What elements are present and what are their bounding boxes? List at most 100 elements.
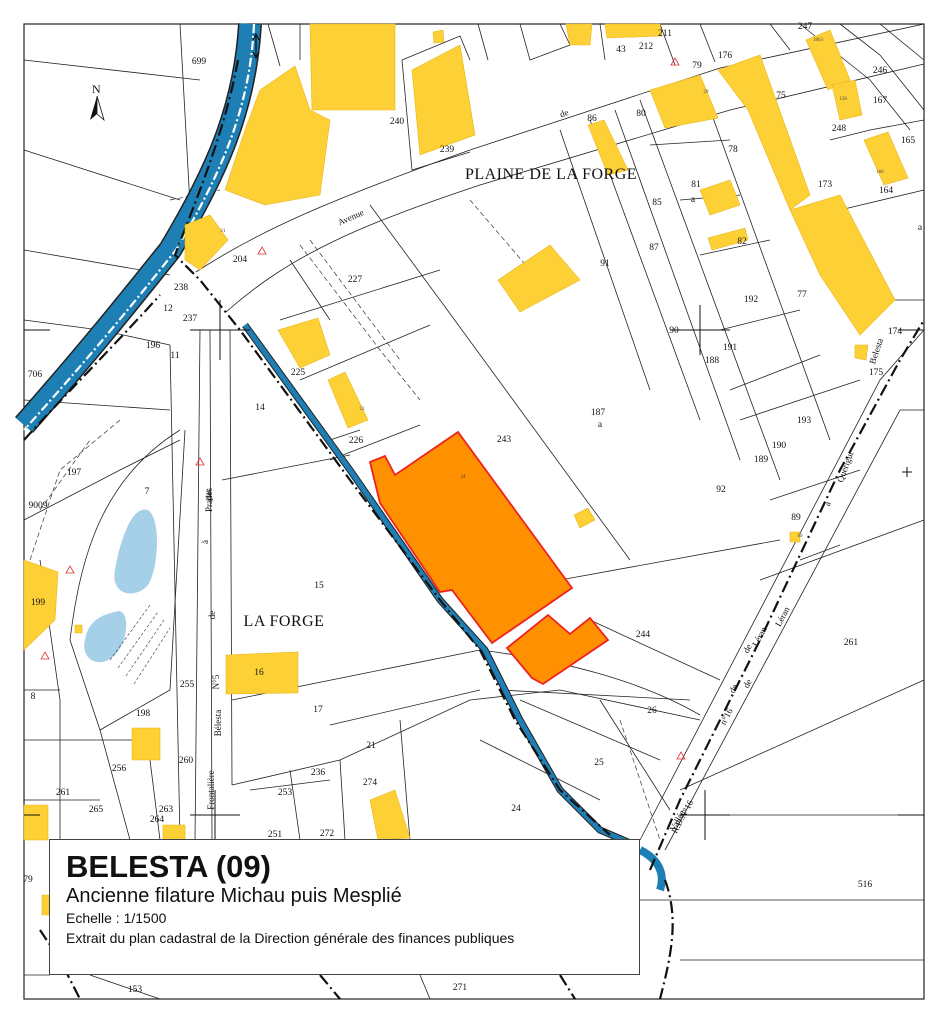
north-arrow-icon: N (90, 82, 105, 122)
parcel-number: 175 (869, 368, 884, 378)
parcel-number: 253 (278, 788, 293, 798)
parcel-number: 516 (858, 880, 873, 890)
building-number: 166 (876, 170, 884, 175)
parcel-number: 260 (179, 756, 194, 766)
parcel-number: 261 (844, 638, 859, 648)
river (14, 23, 666, 892)
road-name-label: par (203, 489, 213, 501)
parcel-number: 265 (89, 805, 104, 815)
parcel-number: 190 (772, 441, 787, 451)
parcel-number: 274 (363, 778, 378, 788)
parcel-number: 240 (390, 117, 405, 127)
parcel-number: 90 (669, 326, 679, 336)
parcel-number: 244 (636, 630, 651, 640)
parcel-number: 237 (183, 314, 198, 324)
parcel-number: 192 (744, 295, 759, 305)
map-scale: Echelle : 1/1500 (66, 910, 167, 926)
parcel-number: 212 (639, 42, 654, 52)
parcel-number: 85 (652, 198, 662, 208)
parcel-number: 272 (320, 829, 335, 839)
road-name-label: à (200, 540, 210, 544)
parcel-number: 81 (691, 180, 701, 190)
parcel-number: 77 (797, 290, 807, 300)
parcel-number: 197 (67, 468, 82, 478)
parcel-number: 89 (791, 513, 801, 523)
building-number: 89 (798, 534, 804, 539)
parcel-number: 706 (28, 370, 43, 380)
road-name-label: Prades (204, 488, 214, 512)
parcel-number: 263 (159, 805, 174, 815)
road-name-label: de (207, 611, 217, 620)
parcel-number: 79 (692, 61, 702, 71)
building-number: 29 (704, 90, 710, 95)
parcel-number: 12 (163, 304, 173, 314)
filature-buildings (368, 430, 610, 686)
river-arrow-icon (252, 32, 260, 60)
parcel-number: 91 (600, 259, 610, 269)
parcel-number: a (598, 420, 603, 430)
parcel-number: 699 (192, 57, 207, 67)
parcel-number: 9009 (29, 501, 48, 511)
parcel-number: 79 (23, 875, 33, 885)
parcel-number: 167 (873, 96, 888, 106)
map-legend: BELESTA (09) Ancienne filature Michau pu… (49, 839, 640, 975)
road-name-label: de (741, 677, 754, 689)
parcel-number: 248 (832, 124, 847, 134)
parcel-number: 26 (647, 706, 657, 716)
parcel-number: 21 (366, 741, 376, 751)
parcel-number: 256 (112, 764, 127, 774)
road-name-label: Frontalière (206, 770, 216, 810)
parcel-number: 255 (180, 680, 195, 690)
parcel-number: 225 (291, 368, 306, 378)
map-title: BELESTA (09) (66, 849, 271, 884)
parcel-number: 174 (888, 327, 903, 337)
north-letter: N (92, 82, 101, 96)
buildings (23, 23, 909, 916)
parcel-number: 198 (136, 709, 151, 719)
triangle-marker-icon (40, 57, 686, 760)
parcel-number: 165 (901, 136, 916, 146)
parcel-number: 75 (776, 91, 786, 101)
parcel-number: 226 (349, 436, 364, 446)
road-name-label: N°5 (211, 674, 221, 689)
parcel-number: 191 (723, 343, 738, 353)
parcel-number: a (691, 195, 696, 205)
parcel-number: 187 (591, 408, 606, 418)
parcel-number: 153 (128, 985, 143, 995)
road-name-label: de (727, 682, 740, 694)
parcel-number: 264 (150, 815, 165, 825)
parcel-number: 236 (311, 768, 326, 778)
map-source: Extrait du plan cadastral de la Directio… (66, 930, 515, 946)
place-name-label: PLAINE DE LA FORGE (465, 166, 637, 183)
parcel-number: 25 (594, 758, 604, 768)
parcel-number: 164 (879, 186, 894, 196)
parcel-number: 15 (314, 581, 324, 591)
parcel-number: 188 (705, 356, 720, 366)
commune-boundary (23, 59, 925, 1000)
parcel-number: 11 (170, 351, 179, 361)
parcel-number: 173 (818, 180, 833, 190)
road-name-label: de (741, 642, 754, 654)
parcel-number: 261 (56, 788, 71, 798)
map-subtitle: Ancienne filature Michau puis Mesplié (66, 885, 402, 907)
road-name-label: de (558, 107, 569, 119)
parcel-number: 251 (268, 830, 283, 840)
parcel-number: 243 (497, 435, 512, 445)
parcel-number: 14 (255, 403, 265, 413)
parcel-number: 24 (511, 804, 521, 814)
parcel-number: 193 (797, 416, 812, 426)
place-name-label: LA FORGE (244, 613, 325, 630)
parcel-number: 204 (233, 255, 248, 265)
parcel-number: 189 (754, 455, 769, 465)
parcel-number: 86 (587, 114, 597, 124)
building-number: 158 (839, 97, 847, 102)
parcel-number: 247 (798, 22, 813, 32)
parcel-number: 17 (313, 705, 323, 715)
building-number: 1863 (813, 38, 824, 43)
survey-cross-icon (24, 300, 924, 840)
parcel-number: 246 (873, 66, 888, 76)
road-name-label: Bélesta (213, 710, 223, 737)
dashed-lines (29, 189, 661, 841)
parcel-number: 87 (649, 243, 659, 253)
